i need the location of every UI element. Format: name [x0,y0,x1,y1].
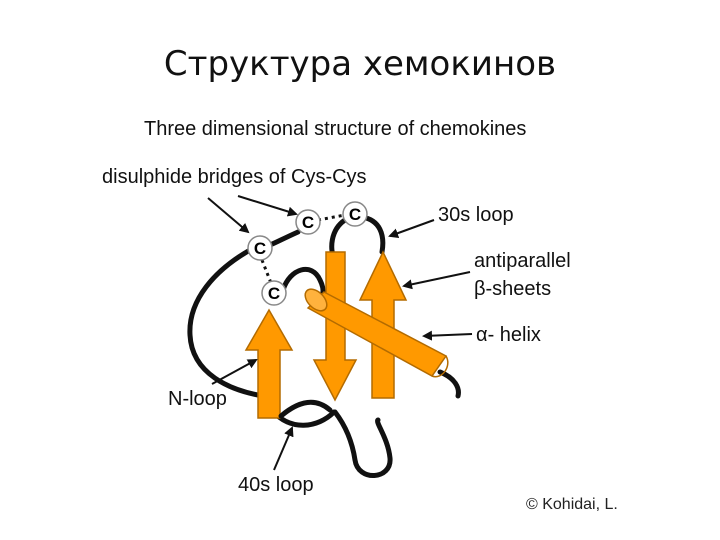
helix-end [431,355,449,378]
n-terminal-strand [187,247,261,398]
beta-sheets-label: β-sheets [474,278,552,300]
40s-loop [332,409,393,478]
beta-strand-1-arrow [244,308,294,419]
disulphide-pointer-arrow [237,195,298,217]
copyright-text: © Kohidai, L. [526,496,618,513]
beta-strand-2-arrow [312,251,358,402]
c-terminal-tail [437,369,461,399]
cys-letter: C [254,239,266,258]
alpha-helix-label: α- helix [476,324,541,346]
slide-title: Структура хемокинов [163,44,557,84]
alpha-helix-pointer-arrow [422,330,473,341]
disulphide-bond-left [260,259,273,284]
cys-residue: C [295,209,321,235]
cys-letter: C [302,213,314,232]
protein-backbone-front [278,399,333,419]
disulphide-bonds [260,213,346,284]
cys-letter: C [349,205,361,224]
disulphide-bridges-label: disulphide bridges of Cys-Cys [102,166,367,188]
cys-residue: C [247,235,273,261]
40s-loop-label: 40s loop [238,474,314,496]
disulphide-pointer-arrow [207,197,250,234]
n-loop-pointer-arrow [211,359,258,385]
disulphide-bond-top [317,213,346,222]
40s-loop-pointer-arrow [273,426,294,471]
figure-title: Three dimensional structure of chemokine… [144,118,527,140]
n-loop-label: N-loop [168,388,227,410]
annotation-arrows [207,195,473,471]
30s-loop-pointer-arrow [388,219,435,238]
cys-residue: C [342,201,368,227]
cys-residue: C [261,280,287,306]
30s-loop-right [359,214,386,255]
front-connector [278,399,333,419]
cysteine-residues: C C C C [247,201,368,306]
beta-sheets-pointer-arrow [402,271,471,290]
helix-cap [304,288,328,312]
antiparallel-label: antiparallel [474,250,571,272]
30s-loop-label: 30s loop [438,204,514,226]
alpha-helix [304,288,449,378]
cys-letter: C [268,284,280,303]
